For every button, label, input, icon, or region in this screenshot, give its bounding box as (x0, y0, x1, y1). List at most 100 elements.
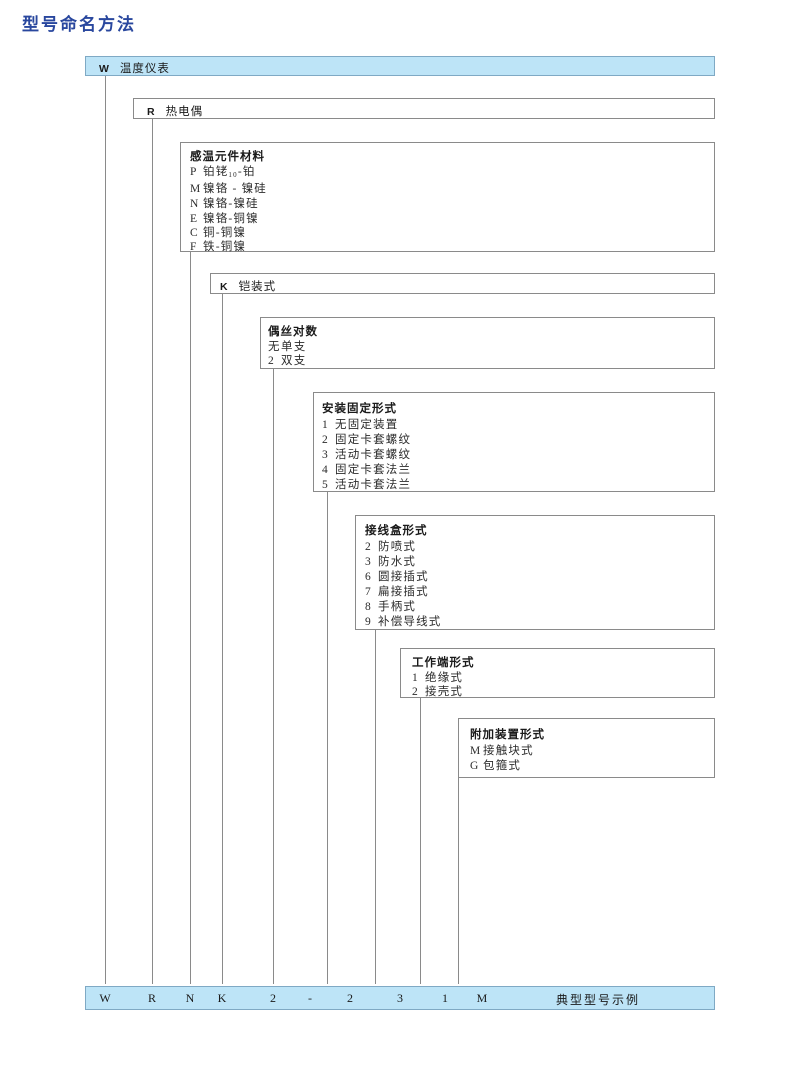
level-junction-box-form-header: 接线盒形式 (365, 525, 428, 537)
summary-cell-1: R (147, 991, 156, 1005)
option-text: 铂铑 (203, 166, 229, 178)
level-sensor-type-code: R (147, 106, 156, 118)
option-code: 2 (365, 541, 372, 553)
summary-cell-6: 2 (347, 991, 353, 1005)
option-mounting-form-0: 1 无固定装置 (322, 416, 399, 432)
option-text: 双支 (281, 355, 307, 367)
level-box-element-material (180, 142, 715, 252)
level-sensor-type-label: 热电偶 (165, 106, 204, 118)
summary-bar (85, 986, 715, 1010)
option-element-material-3: E 镍铬-铜镍 (190, 210, 259, 226)
option-junction-box-form-2: 6 圆接插式 (365, 568, 429, 584)
option-code: P (190, 166, 198, 178)
connector-element-material (190, 252, 191, 984)
level-sensor-type-row: R 热电偶 (147, 103, 203, 119)
summary-cell-3: K (217, 991, 227, 1005)
level-box-junction-box-form (355, 515, 715, 630)
option-junction-box-form-0: 2 防喷式 (365, 538, 416, 554)
option-text: 手柄式 (378, 601, 417, 613)
option-text: 扁接插式 (378, 586, 429, 598)
summary-cell-9: M (476, 991, 488, 1005)
level-instrument-label: 温度仪表 (119, 63, 170, 75)
level-mounting-form-header: 安装固定形式 (322, 403, 397, 415)
option-text: 防喷式 (378, 541, 417, 553)
option-sub: 10 (228, 171, 238, 179)
level-instrument-code: W (99, 63, 110, 75)
connector-sensor-type (152, 119, 153, 984)
option-text: 无固定装置 (335, 419, 399, 431)
option-code: M (190, 183, 202, 195)
option-text: 镍铬 - 镍硅 (203, 183, 267, 195)
option-text: 防水式 (378, 556, 417, 568)
level-instrument-row: W 温度仪表 (99, 60, 170, 76)
option-code: M (470, 745, 482, 757)
level-armored-code: K (220, 281, 229, 293)
summary-cell-4: 2 (270, 991, 276, 1005)
option-code: 无 (268, 341, 281, 353)
page-title: 型号命名方法 (22, 15, 136, 34)
option-working-end-form-0: 1 绝缘式 (412, 669, 463, 685)
option-text: 镍铬-铜镍 (203, 213, 259, 225)
summary-cell-8: 1 (442, 991, 448, 1005)
option-text: 圆接插式 (378, 571, 429, 583)
option-code: 8 (365, 601, 372, 613)
option-junction-box-form-3: 7 扁接插式 (365, 583, 429, 599)
connector-armored (222, 294, 223, 984)
option-text: 单支 (281, 341, 307, 353)
option-code: E (190, 213, 199, 225)
option-code: 4 (322, 464, 329, 476)
option-text: 包箍式 (483, 760, 522, 772)
option-code: 1 (322, 419, 329, 431)
option-code: 3 (365, 556, 372, 568)
option-tail: -铂 (237, 166, 256, 178)
level-armored-label: 铠装式 (238, 281, 277, 293)
option-wire-pairs-0: 无单支 (268, 338, 306, 354)
connector-mounting-form (327, 492, 328, 984)
option-code: N (190, 198, 200, 210)
level-element-material-header: 感温元件材料 (190, 151, 265, 163)
connector-accessory-form (458, 778, 459, 984)
option-code: 7 (365, 586, 372, 598)
option-element-material-4: C 铜-铜镍 (190, 224, 246, 240)
option-code: 2 (412, 686, 419, 698)
option-text: 固定卡套螺纹 (335, 434, 412, 446)
level-accessory-form-header: 附加装置形式 (470, 729, 545, 741)
connector-wire-pairs (273, 369, 274, 984)
option-code: 2 (268, 355, 275, 367)
option-text: 铜-铜镍 (203, 227, 247, 239)
level-box-mounting-form (313, 392, 715, 492)
option-mounting-form-1: 2 固定卡套螺纹 (322, 431, 411, 447)
option-code: 6 (365, 571, 372, 583)
option-text: 接触块式 (483, 745, 534, 757)
level-box-working-end-form (400, 648, 715, 698)
level-wire-pairs-header: 偶丝对数 (268, 326, 318, 338)
option-text: 固定卡套法兰 (335, 464, 412, 476)
level-box-instrument (85, 56, 715, 76)
connector-junction-box-form (375, 630, 376, 984)
option-element-material-0: P 铂铑10-铂 (190, 163, 256, 179)
option-text: 补偿导线式 (378, 616, 442, 628)
option-wire-pairs-1: 2 双支 (268, 352, 306, 368)
summary-cell-5: - (308, 991, 312, 1005)
option-text: 活动卡套法兰 (335, 479, 412, 491)
level-box-sensor-type (133, 98, 715, 119)
option-text: 铁-铜镍 (203, 241, 247, 253)
level-working-end-form-header: 工作端形式 (412, 657, 475, 669)
level-armored-row: K 铠装式 (220, 278, 276, 294)
option-text: 绝缘式 (425, 672, 464, 684)
option-code: 1 (412, 672, 419, 684)
option-text: 活动卡套螺纹 (335, 449, 412, 461)
option-mounting-form-3: 4 固定卡套法兰 (322, 461, 411, 477)
level-box-wire-pairs (260, 317, 715, 369)
level-box-armored (210, 273, 715, 294)
summary-cell-7: 3 (397, 991, 403, 1005)
option-code: 2 (322, 434, 329, 446)
option-code: C (190, 227, 199, 239)
